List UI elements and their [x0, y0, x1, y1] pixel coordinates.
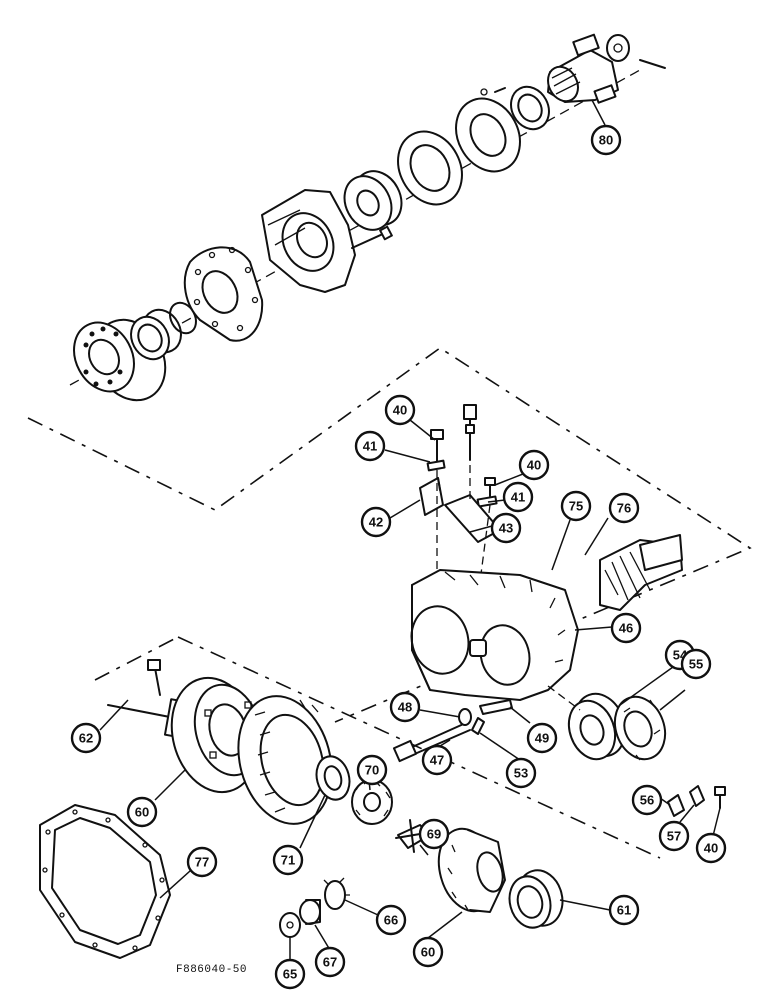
- bracket: [419, 477, 444, 516]
- svg-text:42: 42: [369, 515, 383, 530]
- svg-text:40: 40: [704, 841, 718, 856]
- svg-text:47: 47: [430, 753, 444, 768]
- svg-text:77: 77: [195, 855, 209, 870]
- svg-text:48: 48: [398, 700, 412, 715]
- callout-75: 75: [560, 490, 592, 522]
- callout-41-right: 41: [502, 481, 534, 513]
- pinion-gear: [599, 534, 683, 611]
- callout-61: 61: [608, 894, 640, 926]
- housing-gasket: [183, 246, 264, 342]
- carrier-housing: [410, 569, 579, 701]
- callout-41-left: 41: [354, 430, 386, 462]
- lock-57: [689, 785, 705, 807]
- housing-bolt: [351, 225, 393, 249]
- svg-text:43: 43: [499, 521, 513, 536]
- callout-80: 80: [590, 124, 622, 156]
- svg-text:80: 80: [599, 133, 613, 148]
- svg-text:62: 62: [79, 731, 93, 746]
- retainer-plate: [455, 88, 521, 173]
- svg-text:65: 65: [283, 967, 297, 982]
- callout-40-right: 40: [518, 449, 550, 481]
- bolt-47: [392, 721, 471, 763]
- seal: [510, 85, 550, 131]
- svg-text:71: 71: [281, 853, 295, 868]
- ring-gear: [237, 695, 333, 825]
- svg-text:70: 70: [365, 763, 379, 778]
- lock-49: [479, 699, 513, 715]
- washer-48: [458, 708, 472, 726]
- diff-case-right: [437, 827, 506, 913]
- bushing-67: [299, 899, 321, 925]
- svg-text:40: 40: [393, 403, 407, 418]
- callout-69: 69: [418, 818, 450, 850]
- thrust-washer: [315, 755, 351, 801]
- cover-gasket: [39, 804, 171, 959]
- svg-text:55: 55: [689, 657, 703, 672]
- callout-66: 66: [375, 904, 407, 936]
- upper-bolts: [426, 404, 498, 508]
- lock-56: [667, 794, 685, 817]
- svg-text:76: 76: [617, 501, 631, 516]
- svg-text:69: 69: [427, 827, 441, 842]
- yoke-nut: [606, 34, 666, 69]
- svg-text:41: 41: [363, 439, 377, 454]
- svg-text:61: 61: [617, 903, 631, 918]
- callout-70: 70: [356, 754, 388, 786]
- yoke: [547, 33, 619, 104]
- side-gear: [351, 779, 393, 825]
- callout-55: 55: [680, 648, 712, 680]
- carrier-housing-assembly: [392, 404, 726, 817]
- callout-53: 53: [505, 757, 537, 789]
- svg-text:60: 60: [421, 945, 435, 960]
- callout-65: 65: [274, 958, 306, 990]
- leader-lines: [99, 99, 721, 960]
- callout-60-right: 60: [412, 936, 444, 968]
- callout-40-top: 40: [384, 394, 416, 426]
- washer-65: [279, 912, 301, 938]
- callout-46: 46: [610, 612, 642, 644]
- callout-60-left: 60: [126, 796, 158, 828]
- callout-57: 57: [658, 820, 690, 852]
- callout-76: 76: [608, 492, 640, 524]
- svg-text:67: 67: [323, 955, 337, 970]
- callout-62: 62: [70, 722, 102, 754]
- figure-code: F886040-50: [176, 964, 248, 976]
- callout-40-lower: 40: [695, 832, 727, 864]
- pinion-66: [323, 877, 350, 910]
- svg-text:56: 56: [640, 793, 654, 808]
- top-housing-assembly: [69, 33, 666, 402]
- callout-67: 67: [314, 946, 346, 978]
- svg-text:66: 66: [384, 913, 398, 928]
- lock-bolt: [714, 786, 726, 809]
- callout-77: 77: [186, 846, 218, 878]
- bearing-middle: [343, 170, 403, 231]
- svg-text:57: 57: [667, 829, 681, 844]
- svg-text:53: 53: [514, 766, 528, 781]
- adjuster-nut: [613, 695, 667, 761]
- differential-assembly: [39, 659, 564, 959]
- bearing-61: [508, 869, 564, 929]
- svg-text:49: 49: [535, 731, 549, 746]
- callout-42: 42: [360, 506, 392, 538]
- callout-49: 49: [526, 722, 558, 754]
- flange-gasket: [397, 130, 463, 206]
- callout-47: 47: [421, 744, 453, 776]
- svg-text:60: 60: [135, 805, 149, 820]
- callout-71: 71: [272, 844, 304, 876]
- assembly-boundary-lines: [27, 347, 752, 859]
- callout-48: 48: [389, 691, 421, 723]
- svg-text:46: 46: [619, 621, 633, 636]
- svg-text:41: 41: [511, 490, 525, 505]
- lock-53: [471, 717, 485, 735]
- callout-56: 56: [631, 784, 663, 816]
- callout-43: 43: [490, 512, 522, 544]
- svg-text:75: 75: [569, 499, 583, 514]
- output-housing: [261, 189, 356, 293]
- svg-text:40: 40: [527, 458, 541, 473]
